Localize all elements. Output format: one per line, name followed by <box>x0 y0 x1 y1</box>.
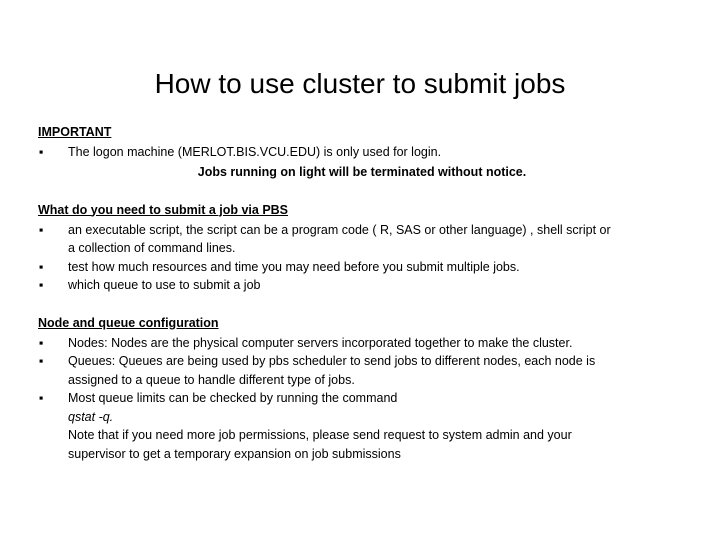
list-item-text-continued: assigned to a queue to handle different … <box>68 372 355 387</box>
list-item-text: Nodes: Nodes are the physical computer s… <box>68 335 573 350</box>
section-heading-node-and-queue-configuration: Node and queue configuration <box>38 315 219 330</box>
list-item-note-line-2: supervisor to get a temporary expansion … <box>68 446 401 461</box>
bullet-square-icon: ▪ <box>39 278 44 292</box>
section-node-and-queue-configuration: Node and queue configuration ▪ Nodes: No… <box>38 315 686 464</box>
list-item: ▪ which queue to use to submit a job <box>38 276 686 295</box>
list-item: ▪ Nodes: Nodes are the physical computer… <box>38 334 686 353</box>
section-heading-what-do-you-need: What do you need to submit a job via PBS <box>38 202 289 217</box>
section-heading-important: IMPORTANT <box>38 125 112 139</box>
list-item: ▪ The logon machine (MERLOT.BIS.VCU.EDU)… <box>38 143 686 162</box>
list-item-text: which queue to use to submit a job <box>68 278 261 292</box>
bullet-square-icon: ▪ <box>39 145 44 159</box>
section-what-do-you-need: What do you need to submit a job via PBS… <box>38 202 686 295</box>
page-title: How to use cluster to submit jobs <box>154 67 566 99</box>
emphasis-warning-text: Jobs running on light will be terminated… <box>197 164 527 179</box>
list-item-note-line-1: Note that if you need more job permissio… <box>68 428 572 442</box>
list-item-text-continued: a collection of command lines. <box>68 241 236 255</box>
list-item: ▪ Most queue limits can be checked by ru… <box>38 389 686 463</box>
list-item: ▪ test how much resources and time you m… <box>38 258 686 277</box>
bullet-square-icon: ▪ <box>39 391 44 405</box>
list-item-text: an executable script, the script can be … <box>68 222 611 237</box>
list-item: ▪ Queues: Queues are being used by pbs s… <box>38 352 686 389</box>
bullet-square-icon: ▪ <box>39 259 44 274</box>
list-item-text: The logon machine (MERLOT.BIS.VCU.EDU) i… <box>68 145 442 159</box>
command-text: qstat -q. <box>68 409 114 424</box>
bullet-square-icon: ▪ <box>39 222 44 237</box>
slide-body: IMPORTANT ▪ The logon machine (MERLOT.BI… <box>38 124 686 463</box>
list-item-text: Most queue limits can be checked by runn… <box>68 391 398 405</box>
list-item-text: test how much resources and time you may… <box>68 259 520 274</box>
list-item: ▪ an executable script, the script can b… <box>38 221 686 258</box>
bullet-square-icon: ▪ <box>39 354 44 368</box>
section-important: IMPORTANT ▪ The logon machine (MERLOT.BI… <box>38 124 686 182</box>
bullet-square-icon: ▪ <box>39 335 44 350</box>
list-item-text: Queues: Queues are being used by pbs sch… <box>68 354 596 368</box>
